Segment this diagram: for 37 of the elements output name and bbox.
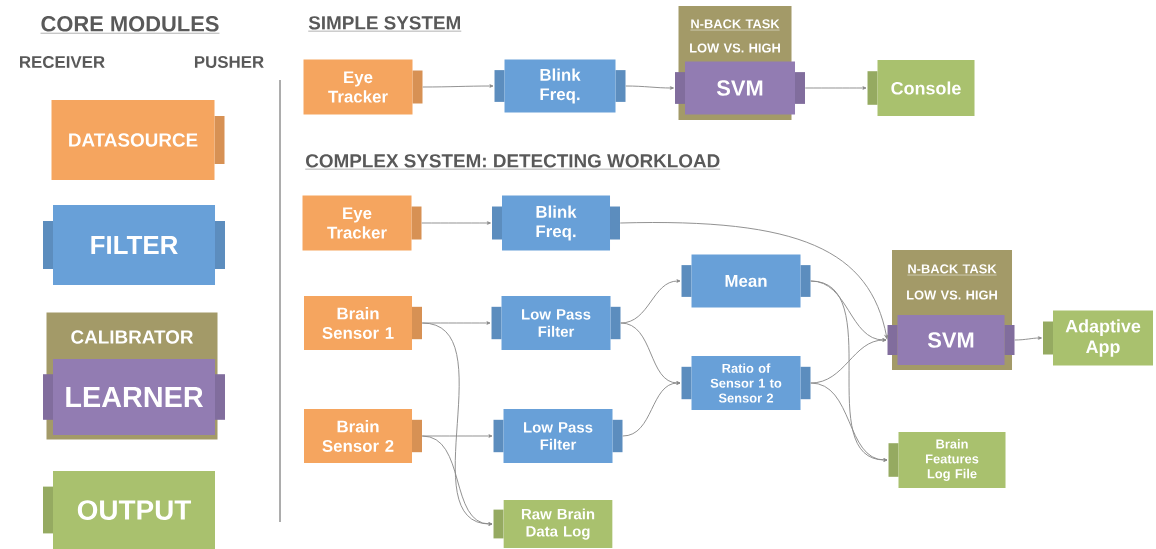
section-heading: SIMPLE SYSTEM xyxy=(308,16,462,32)
module-box: Adaptive App xyxy=(1043,310,1153,366)
module-box: Mean xyxy=(681,254,811,308)
module-box: Ratio of Sensor 1 to Sensor 2 xyxy=(681,356,811,410)
arrow xyxy=(421,221,491,225)
module-box: Console xyxy=(867,60,975,116)
column-label: RECEIVER xyxy=(20,56,105,68)
module-box: Eye Tracker xyxy=(303,59,423,115)
arrow xyxy=(620,279,681,324)
module-box: SVM xyxy=(887,315,1015,365)
module-box: Blink Freq. xyxy=(494,59,626,113)
module-box: Low Pass Filter xyxy=(491,296,621,350)
arrow xyxy=(421,321,491,325)
module-box: Blink Freq. xyxy=(492,195,620,251)
module-box: Low Pass Filter xyxy=(493,409,623,463)
arrow xyxy=(625,85,674,90)
arrow xyxy=(622,381,681,437)
module-box: Brain Sensor 2 xyxy=(304,409,422,463)
arrow xyxy=(421,435,493,526)
arrow xyxy=(619,222,889,340)
module-box: Brain Sensor 1 xyxy=(304,296,422,350)
module-box: LEARNER xyxy=(43,359,225,435)
arrow xyxy=(810,338,887,384)
section-heading: CORE MODULES xyxy=(40,16,220,34)
arrow xyxy=(804,86,867,90)
module-box: OUTPUT xyxy=(43,471,215,549)
arrow xyxy=(810,382,888,462)
module-box: Brain Features Log File xyxy=(888,432,1006,488)
module-box: FILTER xyxy=(43,205,225,285)
module-box: DATASOURCE xyxy=(51,100,225,180)
module-box: Raw Brain Data Log xyxy=(493,500,613,548)
module-box: SVM xyxy=(675,61,805,115)
module-box: Eye Tracker xyxy=(302,195,422,251)
arrow xyxy=(1014,336,1042,341)
section-heading: COMPLEX SYSTEM: DETECTING WORKLOAD xyxy=(305,154,721,170)
column-label: PUSHER xyxy=(194,56,264,68)
arrow xyxy=(422,84,494,88)
